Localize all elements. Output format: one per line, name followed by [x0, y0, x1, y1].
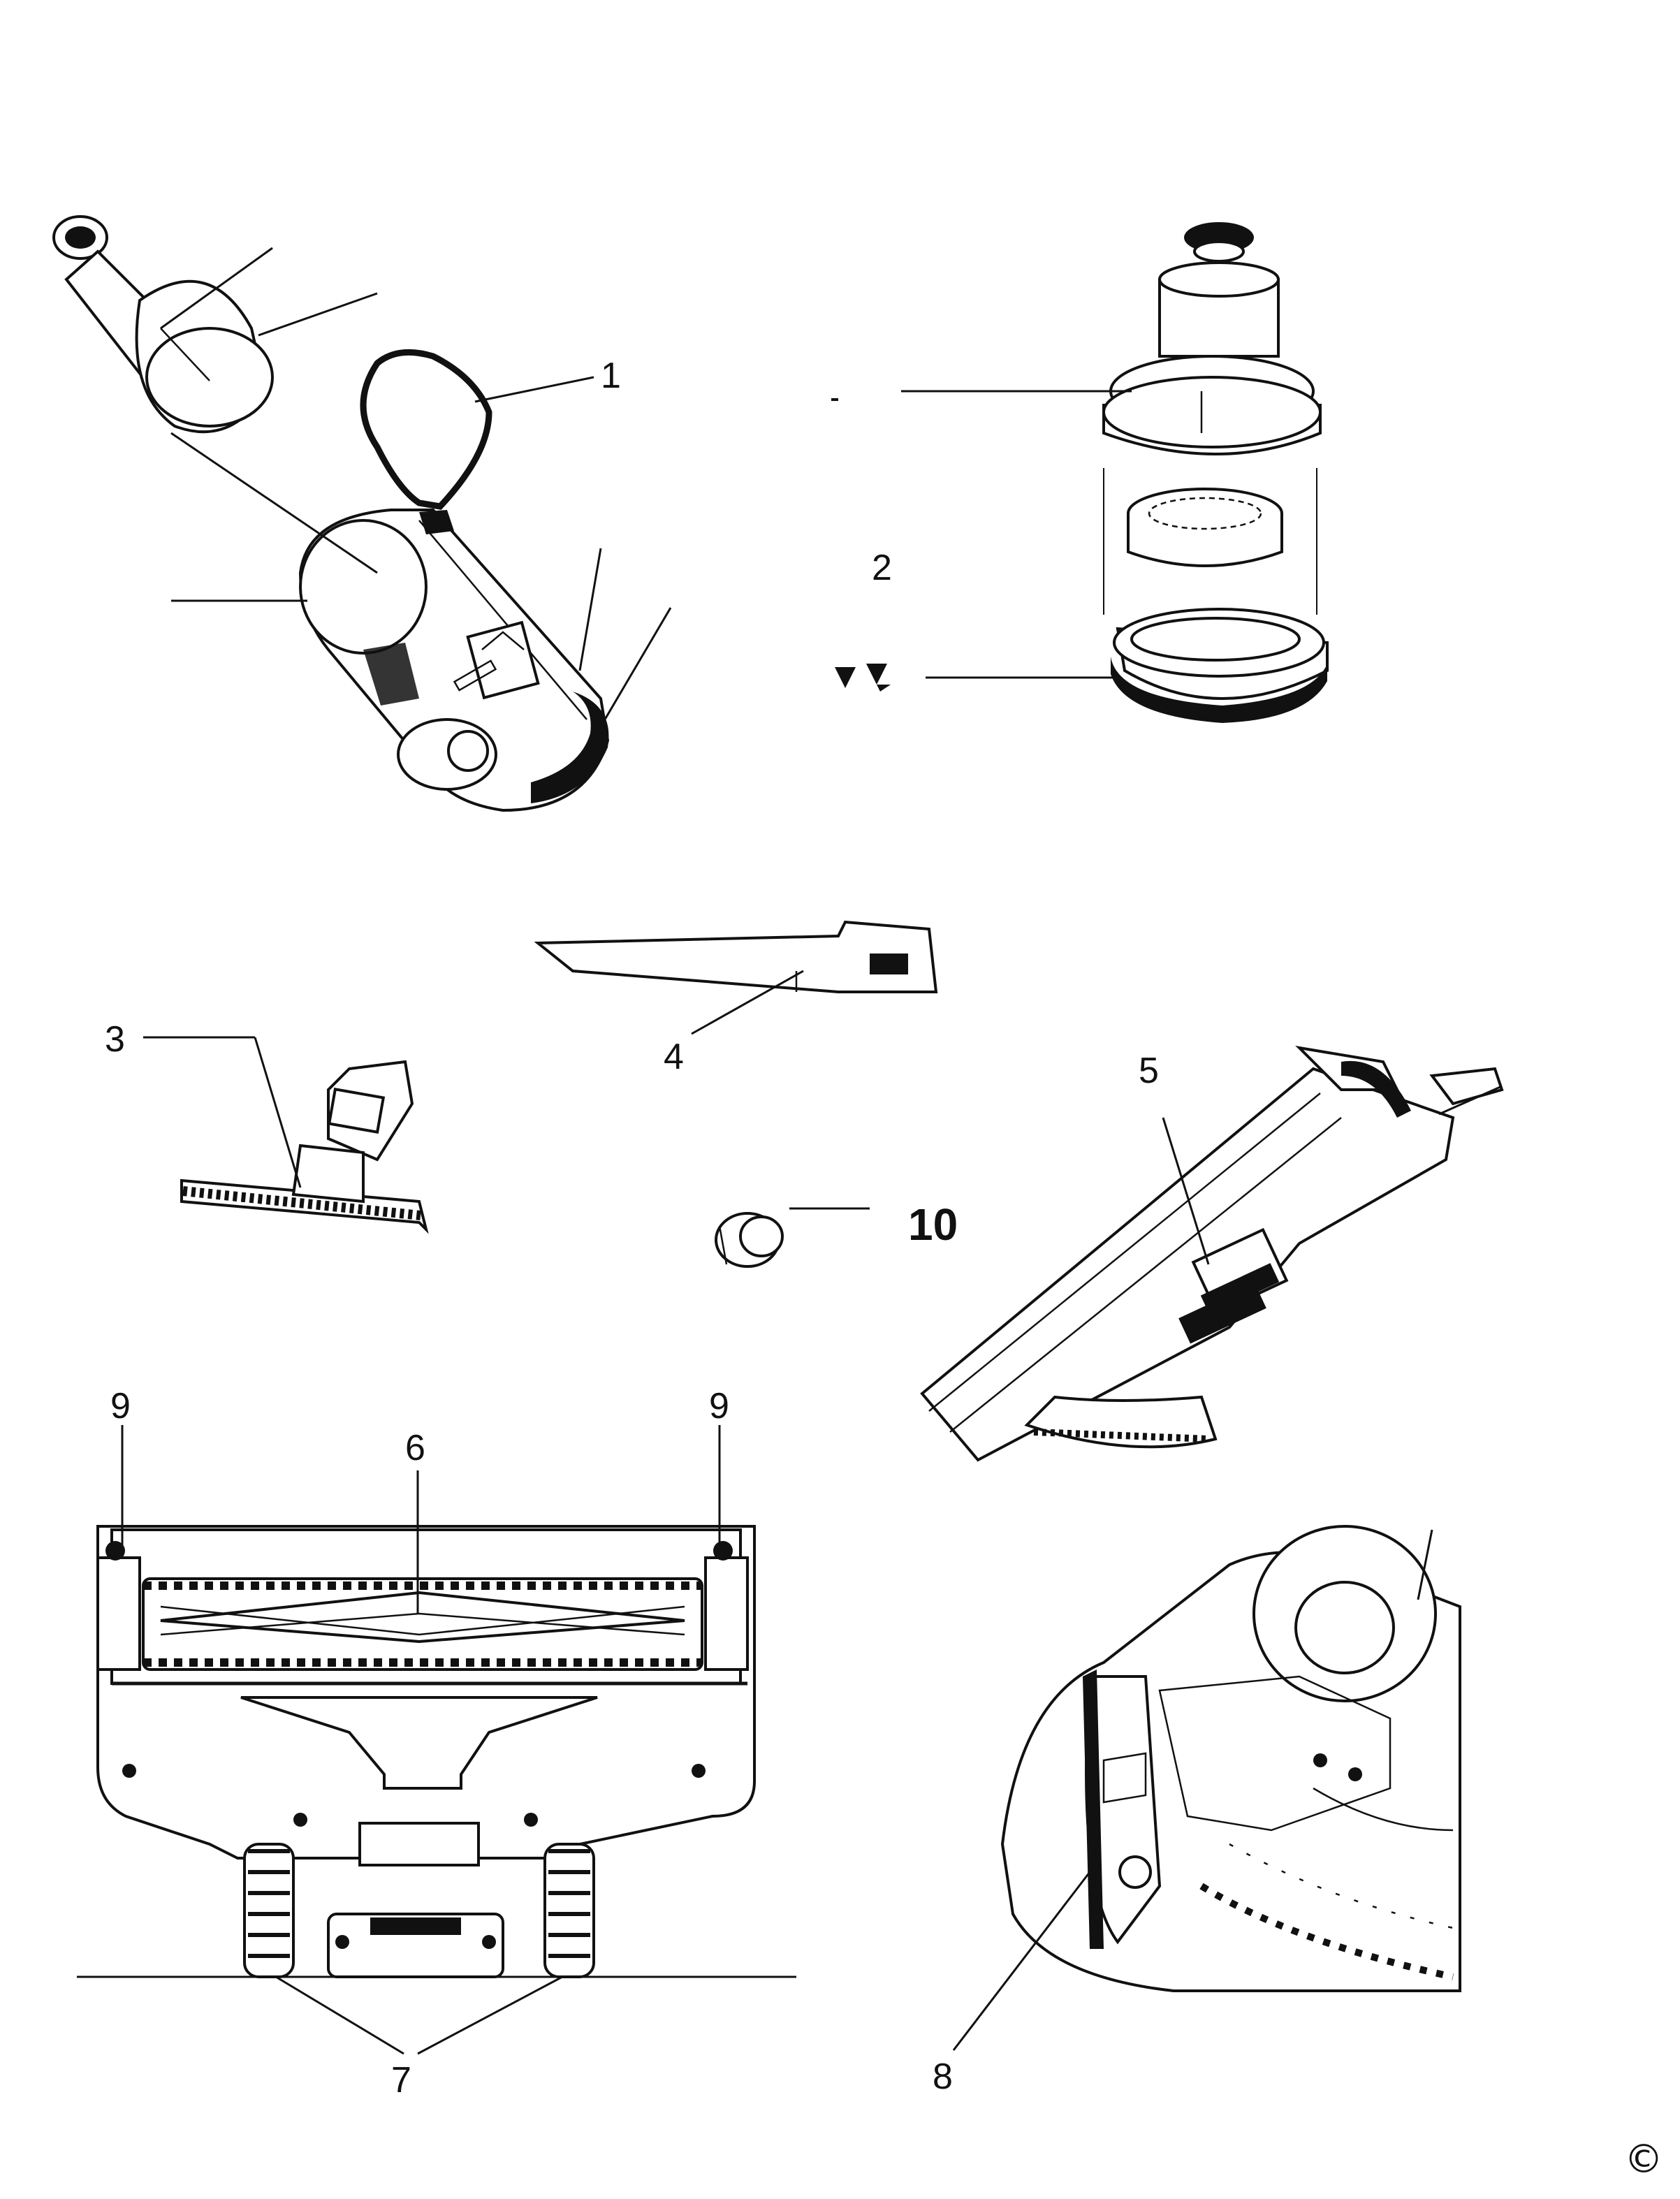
part-label-7: 7	[391, 2060, 411, 2101]
right-wheel	[543, 1843, 595, 1978]
copyright-mark: ©	[1624, 2137, 1663, 2182]
bin-nozzle	[52, 215, 274, 434]
part-label-2: 2	[872, 548, 892, 588]
left-wheel	[243, 1843, 295, 1978]
crevice-tool	[534, 920, 938, 993]
dusting-brush	[180, 1060, 429, 1234]
brush-bristles	[182, 1186, 421, 1220]
part-label-3: 3	[105, 1019, 125, 1060]
bin-handle-loop	[360, 349, 492, 510]
part-label-6: 6	[405, 1428, 425, 1468]
filter-base-ring	[1111, 608, 1329, 723]
part-label-4: 4	[664, 1037, 684, 1077]
brush-roll	[142, 1577, 703, 1671]
part-label-9-left: 9	[110, 1386, 131, 1426]
floor-head-bottom-view	[77, 1525, 796, 1978]
part-label-5: 5	[1139, 1051, 1159, 1091]
part-label-10: 10	[908, 1199, 958, 1250]
filter-top-cap	[1102, 222, 1322, 455]
floor-head-side-view	[920, 1046, 1504, 1462]
filter-stack-assembly	[831, 222, 1329, 723]
bin-canister	[298, 509, 610, 812]
part-label-8: 8	[933, 2056, 953, 2097]
bushing	[715, 1212, 784, 1268]
filter-mesh	[1127, 488, 1283, 567]
latch-block	[1178, 1227, 1289, 1344]
rear-cover	[327, 1913, 504, 1978]
part-label-1: 1	[601, 356, 621, 396]
dust-bin-assembly	[52, 215, 672, 812]
motor-housing-cutaway	[1000, 1525, 1461, 1992]
part-label-9-right: 9	[709, 1386, 729, 1426]
